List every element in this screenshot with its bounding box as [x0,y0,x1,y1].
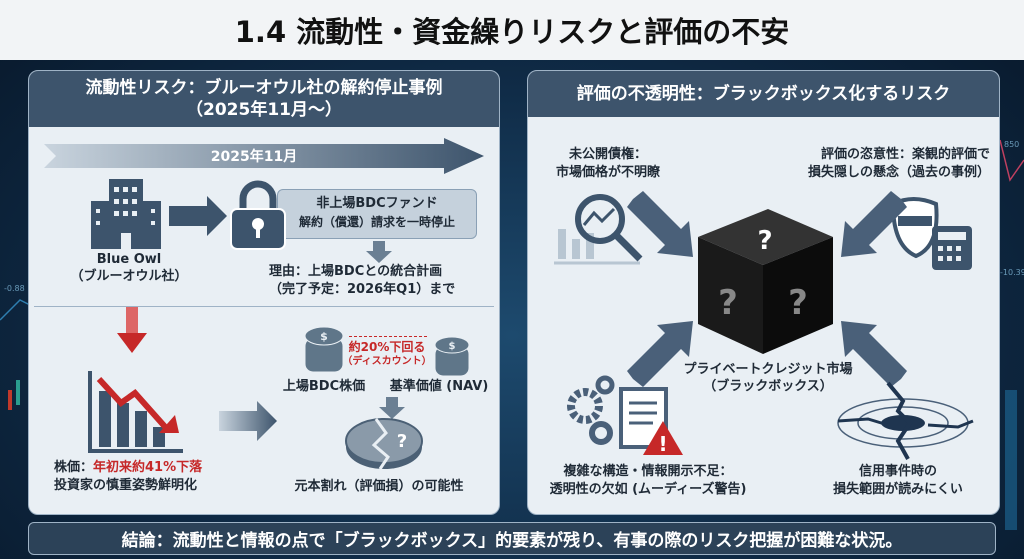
header-line: （2025年11月〜） [186,100,342,120]
stock-label: 株価： [54,460,94,475]
black-box-label: （ブラックボックス） [703,379,833,394]
building-icon [91,179,161,249]
bg-number: -10.39 [1000,268,1024,277]
credit-event-desc: 損失範囲が読みにくい [833,482,963,497]
arrow-top-left-icon [627,191,693,257]
liquidity-risk-panel: 流動性リスク：ブルーオウル社の解約停止事例 （2025年11月〜） 2025年1… [28,70,500,515]
bg-number: 850 [1004,140,1020,149]
svg-text:!: ! [658,432,667,456]
reason-line: 理由：上場BDCとの統合計画 [269,264,443,279]
mask-calculator-icon [890,197,972,270]
nav-label: 基準価値 (NAV) [389,379,489,394]
valuation-opacity-panel: 評価の不透明性：ブラックボックス化するリスク 未公開債権： 市場価格が不明瞭 評… [527,70,1000,515]
listed-price-label: 上場BDC株価 [282,379,366,394]
conclusion-banner: 結論：流動性と情報の点で「ブラックボックス」的要素が残り、有事の際のリスク把握が… [28,522,996,555]
fund-action: 解約（償還）請求を一時停止 [298,215,455,229]
background-chart-decoration [0,139,1024,530]
complex-structure-desc: 透明性の欠如 (ムーディーズ警告) [549,482,747,497]
question-mark: ? [757,226,772,256]
falling-chart-icon [88,371,183,453]
loss-possibility-text: 元本割れ（評価損）の可能性 [294,479,464,494]
panel-header: 流動性リスク：ブルーオウル社の解約停止事例 （2025年11月〜） [29,71,499,127]
arrow-right-icon [169,196,227,236]
reason-line: （完了予定：2026年Q1）まで [269,282,456,297]
broken-coin-icon: ? [345,418,423,470]
private-credit-label: プライベートクレジット市場 [683,362,853,377]
arrow-down-icon [366,241,392,263]
arrow-bottom-right-icon [841,321,907,387]
coin-stack-icon: $ [434,336,470,377]
bg-number: -0.88 [4,284,25,293]
converging-arrows [627,191,907,387]
question-mark: ? [788,283,808,323]
divider [34,306,494,307]
panel-header: 評価の不透明性：ブラックボックス化するリスク [528,71,999,117]
arrow-down-icon [379,397,405,419]
page-title: 1.4 流動性・資金繰りリスクと評価の不安 [0,0,1024,60]
svg-text:$: $ [449,341,456,352]
discount-note: （ディスカウント） [342,356,432,367]
svg-text:?: ? [397,431,407,452]
stock-drop-text: 株価：年初来約41%下落 [39,459,239,477]
red-arrow-down-icon [117,307,147,353]
investor-text: 投資家の慎重姿勢鮮明化 [54,478,198,493]
black-box-cube-icon: ? ? ? [698,209,833,354]
complex-structure-title: 複雑な構造・情報開示不足： [563,464,733,479]
unlisted-debt-desc: 市場価格が不明瞭 [555,165,660,180]
fund-box: 非上場BDCファンド 解約（償還）請求を一時停止 [277,189,477,239]
magnifier-chart-icon [554,194,643,265]
discount-text: 約20%下回る [348,340,426,354]
header-line: 流動性リスク：ブルーオウル社の解約停止事例 [85,78,443,98]
company-name-jp: （ブルーオウル社） [70,269,188,284]
timeline-label: 2025年11月 [210,149,298,165]
timeline-arrow [44,138,484,174]
question-mark: ? [718,283,738,323]
credit-event-title: 信用事件時の [858,464,937,479]
svg-text:$: $ [320,330,328,343]
arrow-right-icon [219,401,277,441]
arrow-top-right-icon [841,191,907,257]
dashed-line [349,336,427,337]
arbitrary-valuation-desc: 損失隠しの懸念（過去の事例） [807,165,990,180]
ground-crack-icon [837,381,974,460]
fund-title: 非上場BDCファンド [316,196,438,211]
unlisted-debt-title: 未公開債権： [568,147,647,162]
company-name: Blue Owl [96,252,162,267]
gears-document-warning-icon: ! [567,375,683,456]
coin-stack-icon: $ [304,326,344,373]
arbitrary-valuation-title: 評価の恣意性：楽観的評価で [820,147,990,162]
arrow-bottom-left-icon [627,321,693,387]
lock-icon [230,180,286,250]
stock-drop-value: 年初来約41%下落 [93,460,203,475]
